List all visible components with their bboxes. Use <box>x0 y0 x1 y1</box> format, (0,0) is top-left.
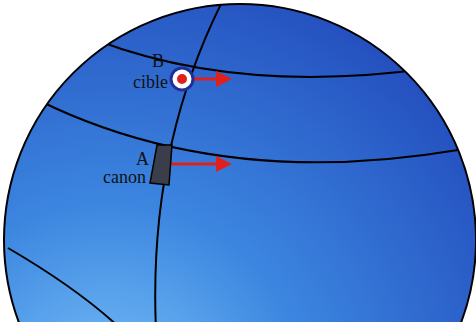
cannon <box>150 145 172 185</box>
point-label: A <box>136 150 149 168</box>
point-label: B <box>152 52 164 70</box>
target <box>171 68 193 90</box>
latitude-line <box>96 40 432 77</box>
cannon-label: canon <box>103 168 146 186</box>
globe <box>4 4 476 322</box>
target-center <box>177 74 187 84</box>
latitude-line <box>38 100 458 162</box>
target-label: cible <box>133 73 168 91</box>
velocity-arrow <box>170 163 220 166</box>
arrow-head <box>216 156 232 172</box>
latitude-line <box>8 248 122 322</box>
arrow-head <box>216 71 232 87</box>
